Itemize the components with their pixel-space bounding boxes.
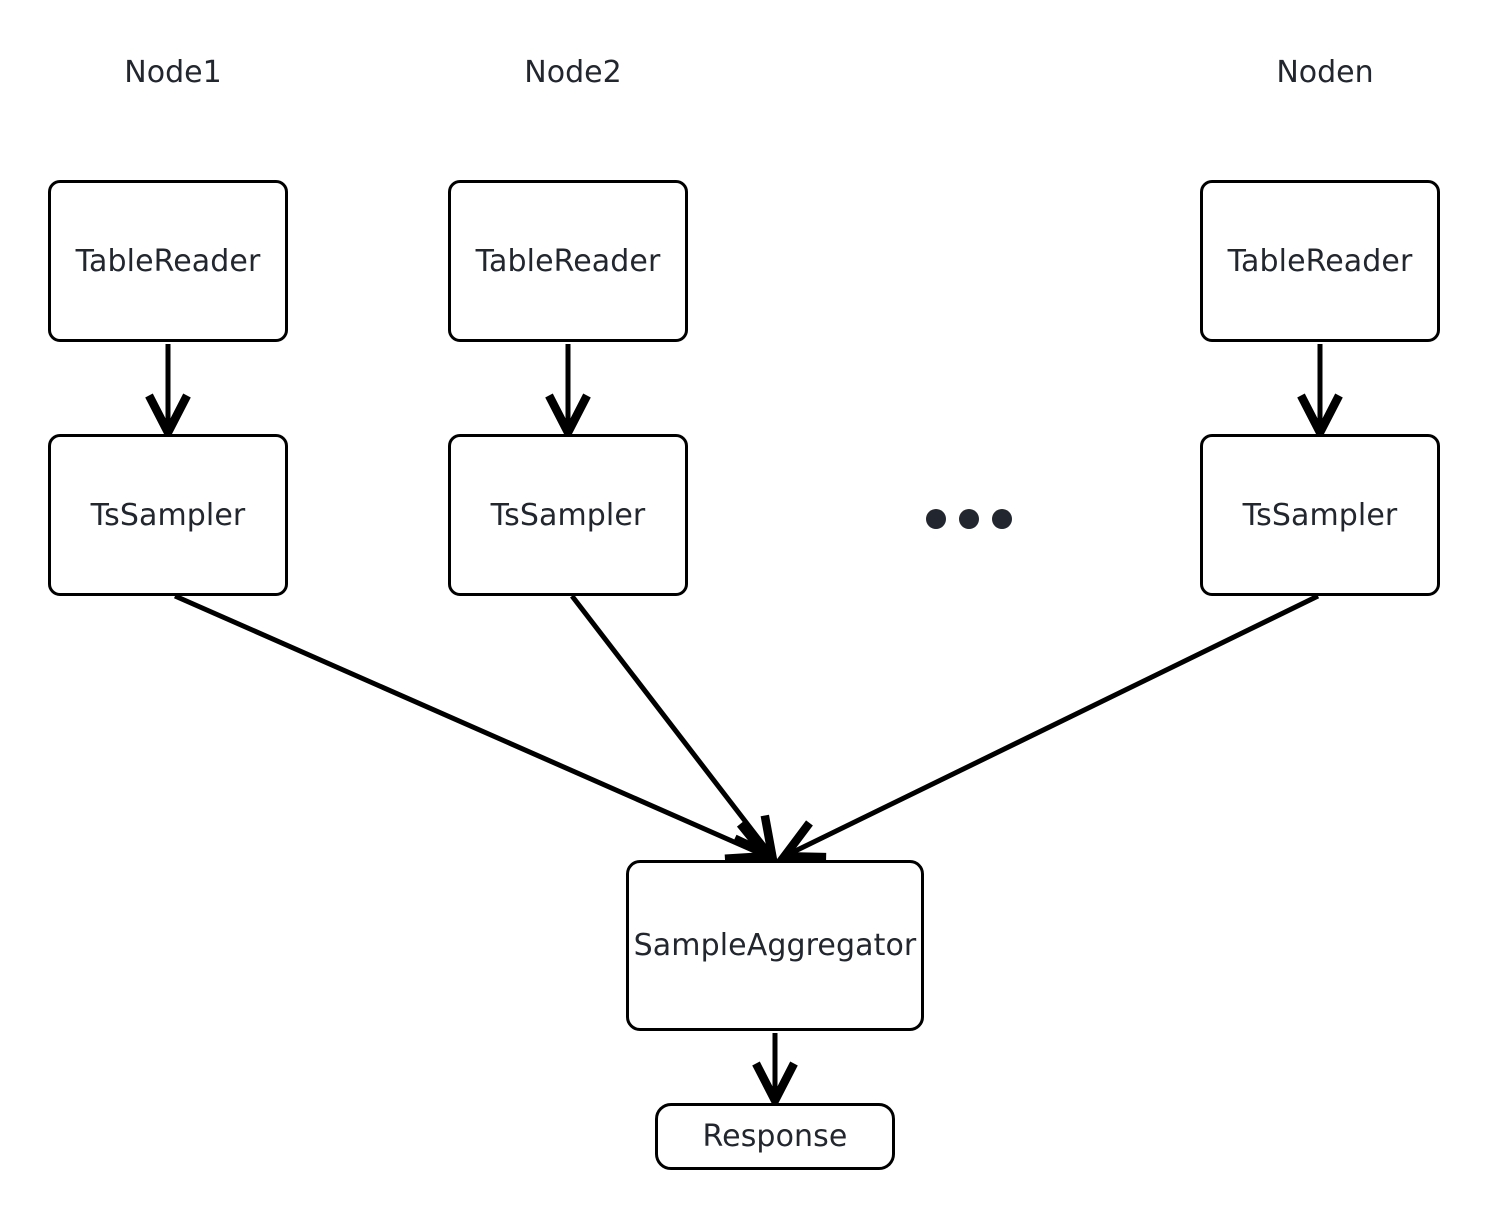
node-label: SampleAggregator bbox=[633, 928, 917, 963]
column-title-node2: Node2 bbox=[524, 55, 622, 90]
node-label: TsSampler bbox=[1242, 497, 1398, 533]
ellipsis-dot bbox=[926, 509, 946, 529]
node-ts-sampler-2[interactable]: TsSampler bbox=[448, 434, 688, 596]
nodes-ellipsis-icon bbox=[926, 509, 1012, 529]
node-label: TableReader bbox=[475, 243, 661, 279]
node-label: Response bbox=[702, 1119, 848, 1154]
column-title-node1: Node1 bbox=[124, 55, 222, 90]
node-table-reader-n[interactable]: TableReader bbox=[1200, 180, 1440, 342]
node-ts-sampler-1[interactable]: TsSampler bbox=[48, 434, 288, 596]
edge-ts-sampler-1-to-sample-aggregator bbox=[173, 593, 775, 863]
node-label: TableReader bbox=[75, 243, 261, 279]
node-response[interactable]: Response bbox=[655, 1103, 895, 1170]
node-table-reader-2[interactable]: TableReader bbox=[448, 180, 688, 342]
node-ts-sampler-n[interactable]: TsSampler bbox=[1200, 434, 1440, 596]
node-label: TsSampler bbox=[90, 497, 246, 533]
node-label: TableReader bbox=[1227, 243, 1413, 279]
edge-ts-sampler-n-to-sample-aggregator bbox=[776, 593, 1320, 862]
edge-ts-sampler-2-to-sample-aggregator bbox=[570, 594, 778, 864]
node-label: TsSampler bbox=[490, 497, 646, 533]
ellipsis-dot bbox=[992, 509, 1012, 529]
ellipsis-dot bbox=[959, 509, 979, 529]
node-sample-aggregator[interactable]: SampleAggregator bbox=[626, 860, 924, 1031]
column-title-noden: Noden bbox=[1276, 55, 1374, 90]
node-table-reader-1[interactable]: TableReader bbox=[48, 180, 288, 342]
